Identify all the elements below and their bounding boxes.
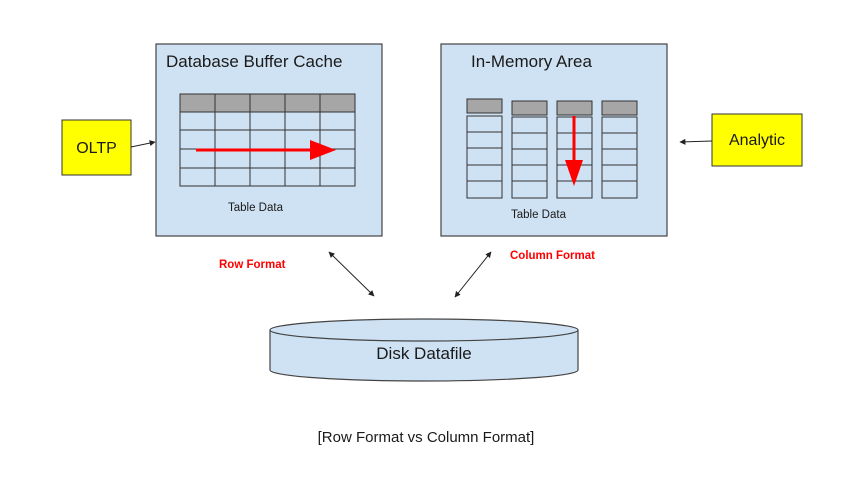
analytic-box: Analytic [711,113,803,167]
oltp-box: OLTP [61,119,132,176]
buffer-disk-arrow [328,251,375,297]
inmemory-disk-arrow [454,251,492,298]
row-format-label: Row Format [219,259,286,271]
column-segment [466,98,503,199]
disk-label: Disk Datafile [376,344,471,363]
column-segment [511,100,548,199]
column-format-label: Column Format [510,250,595,262]
in-memory-data-label: Table Data [511,209,567,221]
buffer-cache-panel: Database Buffer Cache Table Data [155,43,383,237]
oltp-arrow [130,140,156,148]
column-scan-arrow [565,116,583,186]
row-format-table [179,93,356,187]
buffer-cache-data-label: Table Data [228,202,284,214]
row-scan-arrow [196,140,336,160]
disk-datafile-cylinder: Disk Datafile [269,318,579,382]
analytic-label: Analytic [729,132,785,149]
buffer-cache-title: Database Buffer Cache [166,52,342,71]
column-segment [601,100,638,199]
analytic-arrow [679,138,713,145]
in-memory-panel: In-Memory Area [440,43,668,237]
oltp-label: OLTP [76,140,117,157]
figure-caption: [Row Format vs Column Format] [318,429,535,446]
in-memory-title: In-Memory Area [471,52,592,71]
